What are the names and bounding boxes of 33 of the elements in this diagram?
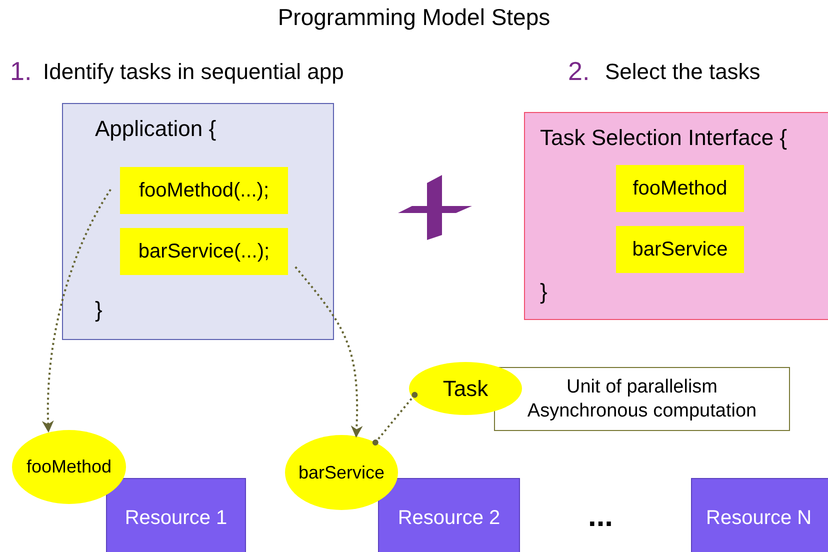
step-number: 2. <box>568 56 590 87</box>
method-call-box <box>120 228 288 275</box>
node-text: Resource N <box>706 507 812 530</box>
definition-box <box>494 367 790 431</box>
node-text: barService <box>298 462 385 483</box>
resource-box <box>691 478 828 552</box>
task-name-box <box>616 226 744 273</box>
step-heading: Identify tasks in sequential app <box>43 59 344 85</box>
application-box <box>62 103 334 340</box>
node-text: Unit of parallelism Asynchronous computation <box>527 375 757 423</box>
node-text: Application { <box>95 116 216 142</box>
node-text: } <box>540 279 548 305</box>
dotted-arrow <box>42 188 112 433</box>
task-name-box <box>616 165 744 212</box>
step-heading: Select the tasks <box>605 59 760 85</box>
node-text: fooMethod <box>632 177 728 200</box>
node-text: Task Selection Interface { <box>540 125 788 151</box>
node-text: Task <box>442 376 488 402</box>
node-text: } <box>95 297 102 323</box>
resource-box <box>106 478 246 552</box>
method-call-box <box>120 167 288 214</box>
node-text: Resource 1 <box>124 507 228 530</box>
ellipsis-text: ... <box>588 500 614 534</box>
diagram-title: Programming Model Steps <box>276 4 552 31</box>
node-text: fooMethod <box>26 456 112 478</box>
resource-box <box>378 478 520 552</box>
interface-box <box>524 112 828 320</box>
node-text: barService <box>632 238 728 261</box>
dotted-arrow <box>294 266 363 438</box>
node-text: Resource 2 <box>398 507 500 530</box>
step-number: 1. <box>10 56 32 87</box>
node-text: fooMethod(...); <box>138 179 270 202</box>
node-text: barService(...); <box>138 240 270 263</box>
